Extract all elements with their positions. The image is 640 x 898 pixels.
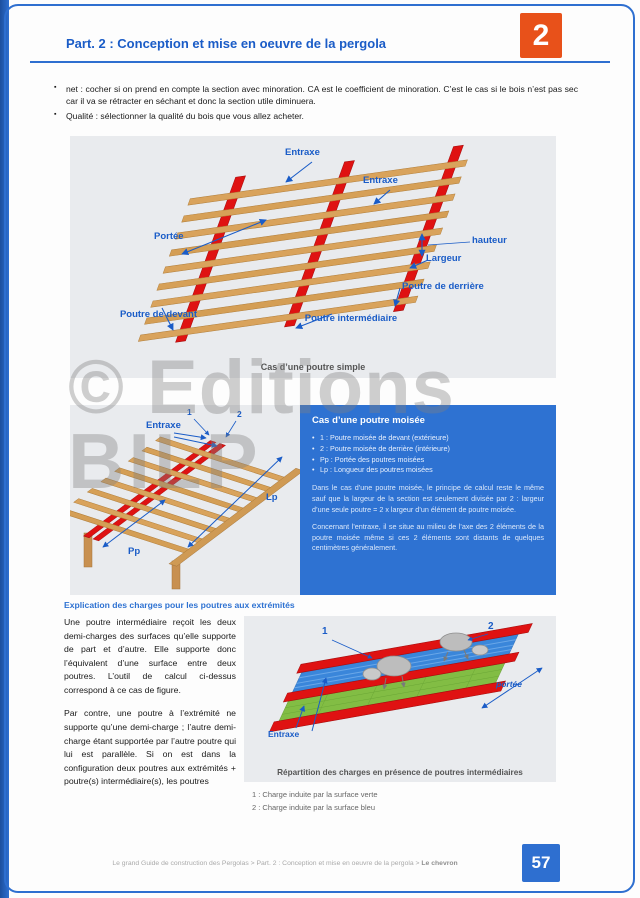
panel-paragraph: Concernant l’entraxe, il se situe au mil… [312,522,544,553]
poutre-moisee-info-panel: Cas d’une poutre moisée 1 : Poutre moisé… [300,405,556,595]
charges-paragraph: Par contre, une poutre à l’extrémité ne … [64,708,236,787]
panel-item: 1 : Poutre moisée de devant (extérieure) [312,433,544,444]
page-title: Part. 2 : Conception et mise en oeuvre d… [66,36,387,51]
post-leg [83,532,93,568]
panel-title: Cas d’une poutre moisée [312,415,425,426]
label-charge-2: 2 [488,621,494,632]
legend-item: 1 : Charge induite par la surface verte [252,790,378,799]
bullet-item: net : cocher si on prend en compte la se… [54,83,578,107]
dimension-arrows [161,161,471,331]
header-divider [30,61,610,63]
figure3-caption: Répartition des charges en présence de p… [277,768,523,777]
intro-bullet-list: net : cocher si on prend en compte la se… [54,83,578,126]
label-entraxe: Entraxe [268,729,300,739]
dimension-arrows [295,633,543,732]
panel-item: 2 : Poutre moisée de derrière (intérieur… [312,444,544,455]
charges-text-column: Une poutre intermédiaire reçoit les deux… [64,616,236,799]
figure-repartition-charges: 1 2 Entraxe portée Répartition des charg… [244,616,556,782]
label-poutre-intermediaire: Poutre intermédiaire [304,313,398,324]
chapter-number-badge: 2 [520,13,562,58]
figure1-caption: Cas d’une poutre simple [260,362,366,372]
breadcrumb: Le grand Guide de construction des Pergo… [70,860,500,867]
figure3-legend: 1 : Charge induite par la surface verte … [252,788,378,814]
label-poutre-devant: Poutre de devant [119,309,198,320]
label-entraxe: Entraxe [146,420,181,431]
panel-paragraph: Dans le cas d’une poutre moisée, le prin… [312,483,544,514]
pergola-simple-diagram [137,144,471,343]
breadcrumb-path: Le grand Guide de construction des Pergo… [112,860,422,867]
label-beam-1: 1 [187,407,192,417]
page-number-badge: 57 [522,844,560,882]
label-pp: Pp [128,546,141,557]
label-charge-1: 1 [322,626,328,637]
label-beam-2: 2 [237,409,242,419]
dimension-arrows [102,418,283,548]
section-heading-charges: Explication des charges pour les poutres… [64,600,295,610]
charges-diagram [268,623,543,733]
load-blobs [362,632,489,690]
legend-item: 2 : Charge induite par la surface bleu [252,803,375,813]
red-beams [268,623,533,733]
label-entraxe-1: Entraxe [285,147,320,158]
figure-poutre-simple: Entraxe Entraxe Portée hauteur Largeur P… [70,136,556,378]
figure-poutre-moisee: Entraxe 1 2 Lp Pp Cas d’une poutre moisé… [70,405,556,595]
beams-and-surfaces [268,623,533,733]
panel-item: Pp : Portée des poutres moisées [312,455,544,466]
label-portee: portée [496,679,522,689]
charges-paragraph: Une poutre intermédiaire reçoit les deux… [64,617,236,695]
rear-wood-beam [168,468,300,567]
breadcrumb-current: Le chevron [421,860,458,867]
label-largeur: Largeur [426,253,462,264]
binding-spine-bar [0,0,9,898]
label-lp: Lp [266,492,278,503]
label-entraxe-2: Entraxe [363,175,398,186]
label-hauteur: hauteur [472,235,507,246]
bullet-item: Qualité : sélectionner la qualité du boi… [54,110,578,122]
label-portee: Portée [154,231,184,242]
label-poutre-derriere: Poutre de derrière [402,281,484,292]
panel-item: Lp : Longueur des poutres moisées [312,465,544,476]
pergola-moisee-diagram [70,418,300,590]
